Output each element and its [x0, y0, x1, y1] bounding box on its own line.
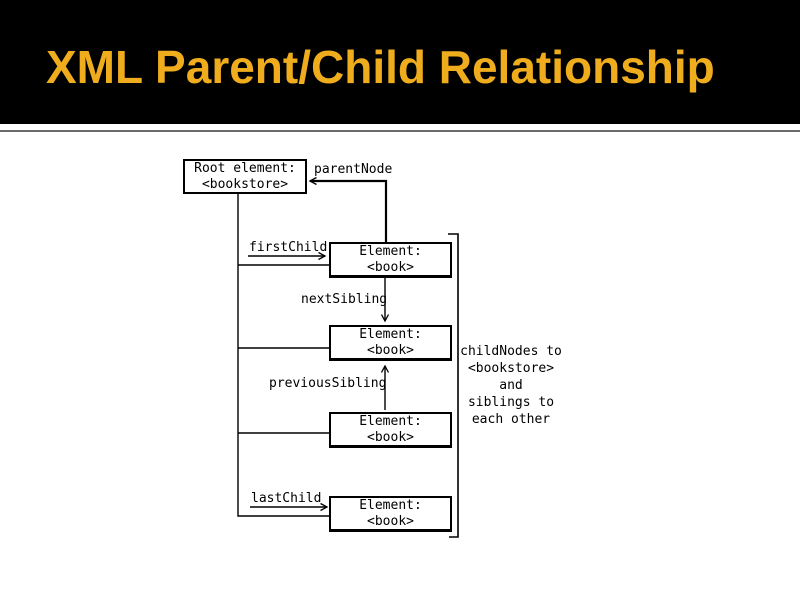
root-node-line2: <bookstore> — [201, 176, 289, 192]
side-note: childNodes to <bookstore> and siblings t… — [456, 343, 566, 428]
next-sibling-label: nextSibling — [301, 292, 388, 307]
parent-node-arrow — [308, 176, 388, 242]
first-child-label: firstChild — [249, 240, 328, 255]
side-note-line: each other — [471, 412, 551, 427]
parent-node-label: parentNode — [314, 162, 393, 177]
element-node-line1: Element: — [359, 326, 422, 342]
previous-sibling-label: previousSibling — [269, 376, 387, 391]
slide-title: XML Parent/Child Relationship — [46, 41, 715, 93]
side-note-line: siblings to — [467, 395, 555, 410]
side-note-line: <bookstore> — [467, 361, 555, 376]
element-node-line1: Element: — [359, 243, 422, 259]
element-node-line1: Element: — [359, 413, 422, 429]
root-element-node: Root element: <bookstore> — [183, 159, 307, 194]
element-book-node-2: Element: <book> — [329, 325, 452, 361]
last-child-label: lastChild — [251, 491, 322, 506]
element-book-node-3: Element: <book> — [329, 412, 452, 448]
element-node-line2: <book> — [367, 259, 414, 275]
side-note-line: childNodes to — [460, 344, 562, 359]
element-node-line2: <book> — [367, 429, 414, 445]
side-note-line: and — [499, 378, 523, 393]
element-book-node-1: Element: <book> — [329, 242, 452, 278]
header-divider — [0, 130, 800, 132]
element-node-line2: <book> — [367, 513, 414, 529]
slide-header: XML Parent/Child Relationship — [0, 0, 800, 124]
element-node-line2: <book> — [367, 342, 414, 358]
root-node-line1: Root element: — [194, 160, 296, 176]
element-node-line1: Element: — [359, 497, 422, 513]
element-book-node-4: Element: <book> — [329, 496, 452, 532]
